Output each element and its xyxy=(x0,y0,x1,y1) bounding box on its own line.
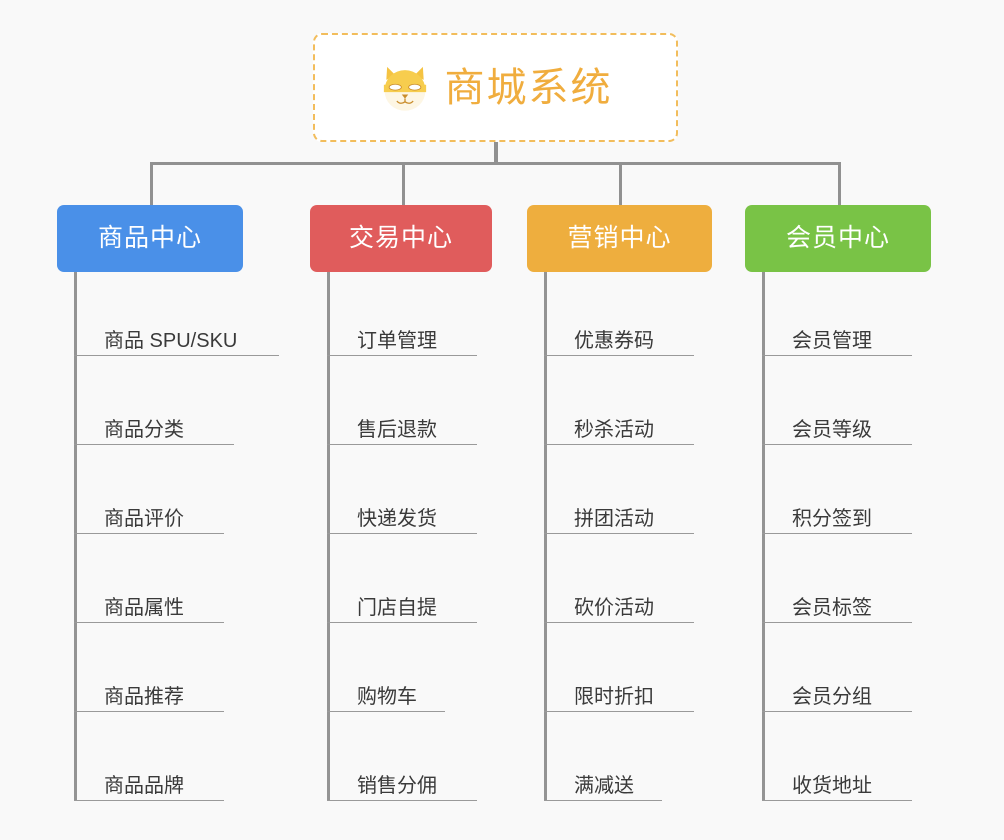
leaf-item[interactable]: 拼团活动 xyxy=(544,509,694,534)
leaf-item-label: 会员标签 xyxy=(792,597,872,619)
leaf-item[interactable]: 售后退款 xyxy=(327,420,477,445)
leaf-item[interactable]: 门店自提 xyxy=(327,598,477,623)
leaf-item[interactable]: 积分签到 xyxy=(762,509,912,534)
category-box-4[interactable]: 会员中心 xyxy=(745,205,931,272)
leaf-item[interactable]: 销售分佣 xyxy=(327,776,477,801)
leaf-item-label: 售后退款 xyxy=(357,419,437,441)
leaf-item[interactable]: 购物车 xyxy=(327,687,445,712)
leaf-item[interactable]: 快递发货 xyxy=(327,509,477,534)
leaf-item[interactable]: 商品分类 xyxy=(74,420,234,445)
root-title: 商城系统 xyxy=(444,65,613,110)
leaf-item[interactable]: 满减送 xyxy=(544,776,662,801)
leaf-item-label: 满减送 xyxy=(574,775,634,797)
leaf-item[interactable]: 砍价活动 xyxy=(544,598,694,623)
leaf-item[interactable]: 优惠券码 xyxy=(544,331,694,356)
column-rail-3 xyxy=(544,272,547,800)
leaf-item-label: 会员管理 xyxy=(792,330,872,352)
leaf-item[interactable]: 会员等级 xyxy=(762,420,912,445)
category-label: 营销中心 xyxy=(567,224,672,252)
leaf-item[interactable]: 商品品牌 xyxy=(74,776,224,801)
category-label: 会员中心 xyxy=(785,224,890,252)
column-rail-1 xyxy=(74,272,77,800)
category-box-3[interactable]: 营销中心 xyxy=(527,205,712,272)
branch-drop-connector-1 xyxy=(150,162,153,207)
root-stem-connector xyxy=(494,142,498,164)
branch-drop-connector-4 xyxy=(838,162,841,207)
leaf-item[interactable]: 秒杀活动 xyxy=(544,420,694,445)
leaf-item[interactable]: 会员管理 xyxy=(762,331,912,356)
leaf-item-label: 商品评价 xyxy=(104,508,184,530)
leaf-item-label: 快递发货 xyxy=(357,508,437,530)
shiba-dog-face-icon xyxy=(383,66,426,111)
leaf-item-label: 会员分组 xyxy=(792,686,872,708)
leaf-item[interactable]: 会员标签 xyxy=(762,598,912,623)
leaf-item[interactable]: 商品评价 xyxy=(74,509,224,534)
leaf-item[interactable]: 会员分组 xyxy=(762,687,912,712)
column-rail-2 xyxy=(327,272,330,800)
leaf-item-label: 砍价活动 xyxy=(574,597,654,619)
leaf-item-label: 商品分类 xyxy=(104,419,184,441)
leaf-item[interactable]: 订单管理 xyxy=(327,331,477,356)
branch-drop-connector-3 xyxy=(619,162,622,207)
leaf-item-label: 门店自提 xyxy=(357,597,437,619)
leaf-item-label: 积分签到 xyxy=(792,508,872,530)
leaf-item[interactable]: 商品 SPU/SKU xyxy=(74,331,279,356)
category-label: 交易中心 xyxy=(348,224,453,252)
leaf-item-label: 优惠券码 xyxy=(574,330,654,352)
category-box-1[interactable]: 商品中心 xyxy=(57,205,243,272)
category-box-2[interactable]: 交易中心 xyxy=(310,205,492,272)
leaf-item-label: 商品 SPU/SKU xyxy=(104,330,238,352)
branch-drop-connector-2 xyxy=(402,162,405,207)
leaf-item[interactable]: 商品属性 xyxy=(74,598,224,623)
leaf-item-label: 秒杀活动 xyxy=(574,419,654,441)
leaf-item[interactable]: 商品推荐 xyxy=(74,687,224,712)
leaf-item-label: 商品推荐 xyxy=(104,686,184,708)
leaf-item-label: 拼团活动 xyxy=(574,508,654,530)
leaf-item-label: 收货地址 xyxy=(792,775,872,797)
leaf-item-label: 销售分佣 xyxy=(357,775,437,797)
leaf-item[interactable]: 收货地址 xyxy=(762,776,912,801)
column-rail-4 xyxy=(762,272,765,800)
leaf-item[interactable]: 限时折扣 xyxy=(544,687,694,712)
leaf-item-label: 商品属性 xyxy=(104,597,184,619)
leaf-item-label: 订单管理 xyxy=(357,330,437,352)
horizontal-bus-connector xyxy=(150,162,839,165)
leaf-item-label: 购物车 xyxy=(357,686,417,708)
leaf-item-label: 会员等级 xyxy=(792,419,872,441)
root-node[interactable]: 商城系统 xyxy=(313,33,678,142)
leaf-item-label: 商品品牌 xyxy=(104,775,184,797)
leaf-item-label: 限时折扣 xyxy=(574,686,654,708)
category-label: 商品中心 xyxy=(97,224,202,252)
